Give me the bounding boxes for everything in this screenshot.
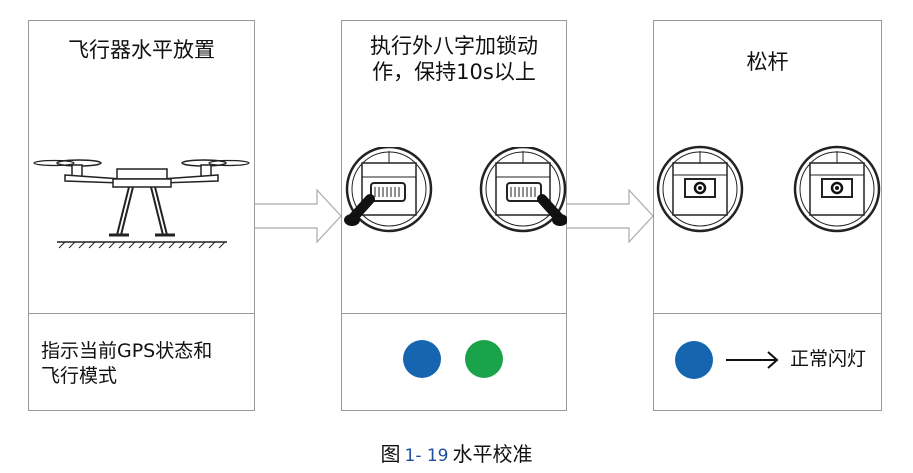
panel-1-title: 飞行器水平放置 [68,38,215,62]
arrow-right-icon [255,188,342,244]
drone-icon [33,159,250,249]
panel-3-note: 正常闪灯 [790,348,867,370]
panel-3-divider [654,313,881,314]
transmitter-stick-icon [344,147,433,233]
status-led-green [465,340,503,378]
panel-level-placement: 飞行器水平放置 [28,20,255,411]
panel-3-title: 松杆 [746,50,789,74]
arrow-right-icon [567,188,654,244]
panel-2-divider [342,313,566,314]
transmitter-stick-icon [793,145,881,233]
panel-1-divider [29,313,254,314]
status-led-blue [675,341,713,379]
transmitter-stick-icon [656,145,744,233]
caption-number: 1- 19 [404,446,449,466]
status-led-blue [403,340,441,378]
caption-text: 水平校准 [452,442,533,466]
panel-release-sticks: 松杆 正常闪灯 [653,20,882,411]
arrow-right-icon [726,351,779,369]
panel-lock-gesture: 执行外八字加锁动 作，保持10s以上 [341,20,568,411]
panel-2-title: 执行外八字加锁动 作，保持10s以上 [370,34,538,84]
transmitter-stick-icon [479,147,568,233]
panel-1-note: 指示当前GPS状态和 飞行模式 [41,340,213,387]
caption-prefix: 图 [380,442,401,466]
